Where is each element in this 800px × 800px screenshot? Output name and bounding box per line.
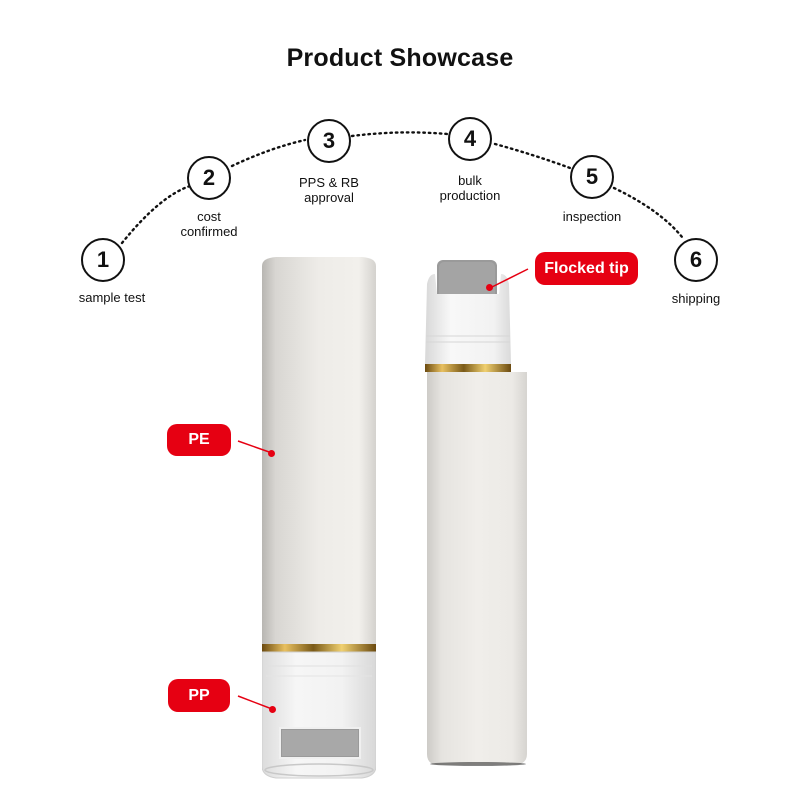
step-4-circle: 4	[448, 117, 492, 161]
callout-flocked-dot	[486, 284, 493, 291]
step-number: 2	[202, 165, 216, 190]
step-5-label: inspection	[562, 209, 622, 224]
step-number: 3	[322, 128, 336, 153]
step-6-label: shipping	[671, 291, 721, 306]
callout-flocked-tip: Flocked tip	[535, 252, 638, 285]
step-4-label: bulk production	[439, 173, 501, 203]
page-title: Product Showcase	[286, 44, 514, 72]
callout-pp: PP	[168, 679, 230, 712]
step-2-circle: 2	[187, 156, 231, 200]
step-1-label: sample test	[78, 290, 146, 305]
step-5-circle: 5	[570, 155, 614, 199]
left-tube-image	[261, 256, 377, 781]
step-3-label: PPS & RB approval	[299, 175, 359, 205]
step-3-circle: 3	[307, 119, 351, 163]
step-1-circle: 1	[81, 238, 125, 282]
step-number: 5	[585, 164, 599, 189]
step-number: 1	[96, 247, 110, 272]
step-number: 6	[689, 247, 703, 272]
step-2-label: cost confirmed	[180, 209, 238, 239]
step-number: 4	[463, 126, 477, 151]
right-tube-image	[423, 254, 537, 766]
callout-pe-dot	[268, 450, 275, 457]
step-6-circle: 6	[674, 238, 718, 282]
callout-pp-dot	[269, 706, 276, 713]
callout-pe: PE	[167, 424, 231, 456]
